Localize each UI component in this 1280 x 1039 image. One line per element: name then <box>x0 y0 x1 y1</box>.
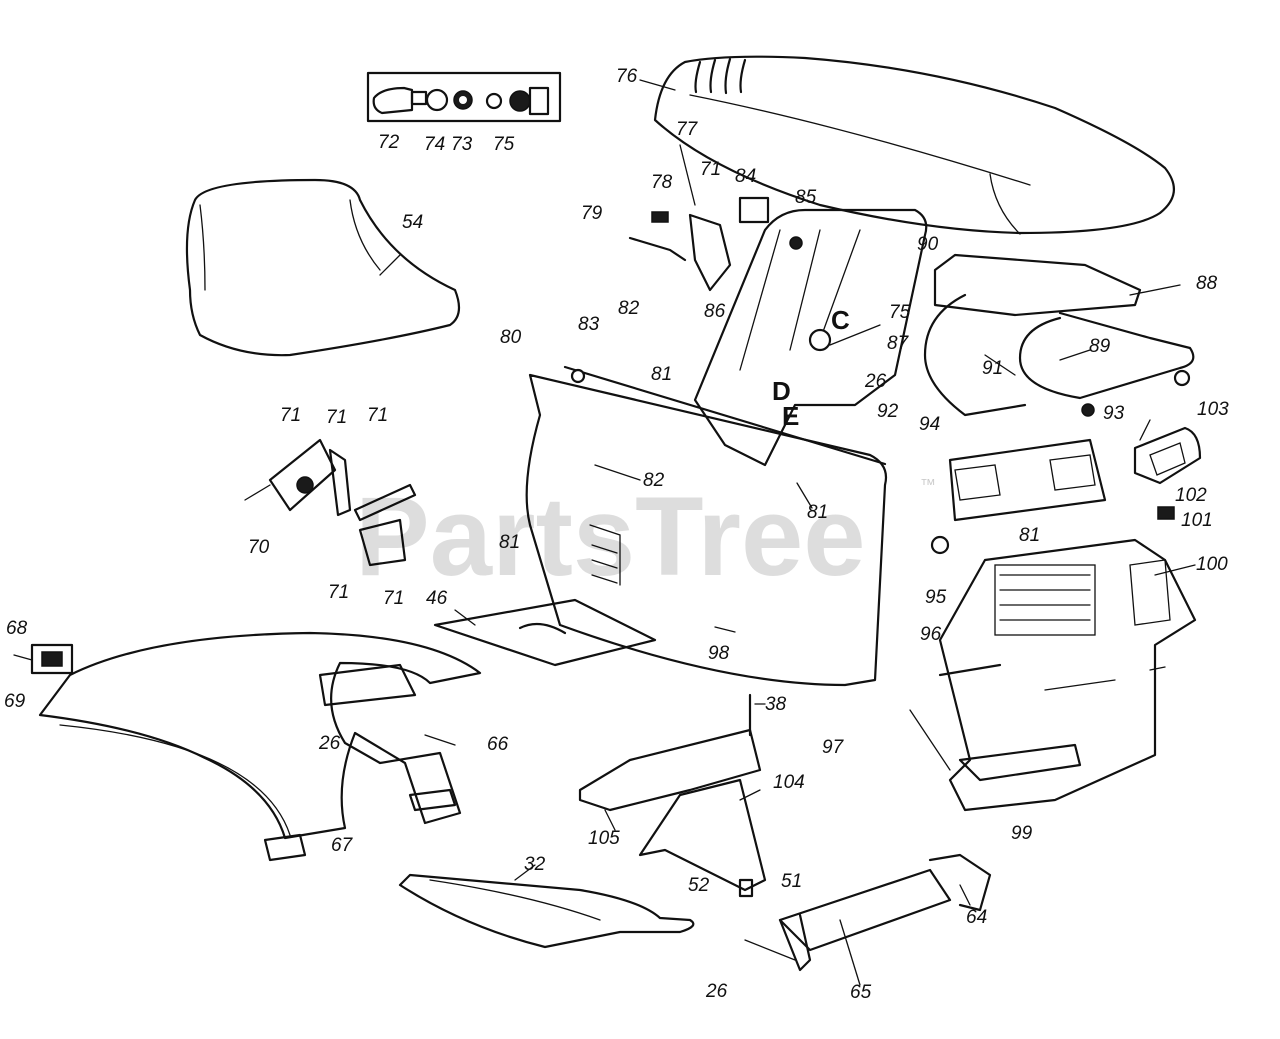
console-panel <box>693 208 928 467</box>
callout-82a: 82 <box>618 298 640 319</box>
callout-71b: 71 <box>280 405 301 426</box>
seat <box>185 178 461 357</box>
letter-c: C <box>831 305 850 335</box>
support-bracket <box>578 693 767 898</box>
callout-71d: 71 <box>367 405 388 426</box>
callout-88: 88 <box>1196 273 1218 294</box>
callout-67: 67 <box>331 835 354 856</box>
callout-71c: 71 <box>326 407 347 428</box>
callout-38: 38 <box>765 694 787 715</box>
callout-80: 80 <box>500 327 522 348</box>
callout-71a: 71 <box>700 159 721 180</box>
leader-lines <box>379 79 1196 986</box>
callout-105: 105 <box>588 828 620 849</box>
callout-78: 78 <box>651 172 673 193</box>
callout-72: 72 <box>378 132 400 153</box>
callout-93: 93 <box>1103 403 1125 424</box>
floor-plate <box>433 598 657 667</box>
switch-plate <box>13 643 74 675</box>
callout-71e: 71 <box>328 582 349 603</box>
callout-64: 64 <box>966 907 987 928</box>
callout-65: 65 <box>850 982 872 1003</box>
callout-87: 87 <box>887 333 910 354</box>
callout-75b: 75 <box>889 302 911 323</box>
callout-86: 86 <box>704 301 726 322</box>
latch-assembly <box>244 438 417 567</box>
nose-cone <box>938 538 1197 812</box>
callout-54: 54 <box>402 212 423 233</box>
callout-91: 91 <box>982 358 1003 379</box>
letter-e: E <box>782 401 799 431</box>
callout-77: 77 <box>676 119 699 140</box>
callout-81a: 81 <box>651 364 672 385</box>
callout-97: 97 <box>822 737 845 758</box>
letter-d: D <box>772 376 791 406</box>
callout-76: 76 <box>616 66 638 87</box>
callout-103: 103 <box>1197 399 1229 420</box>
callout-98: 98 <box>708 643 730 664</box>
callout-26a: 26 <box>864 371 887 392</box>
mount-brackets <box>628 196 803 292</box>
dash-panel <box>525 365 888 687</box>
callout-52: 52 <box>688 875 710 896</box>
callout-104: 104 <box>773 772 805 793</box>
callout-84: 84 <box>735 166 756 187</box>
callout-66: 66 <box>487 734 509 755</box>
callout-81d: 81 <box>499 532 520 553</box>
callout-68: 68 <box>6 618 28 639</box>
callout-74: 74 <box>424 134 445 155</box>
callout-82b: 82 <box>643 470 665 491</box>
footrest <box>398 873 695 949</box>
callout-102: 102 <box>1175 485 1207 506</box>
callout-46: 46 <box>426 588 448 609</box>
rear-fender <box>38 631 482 862</box>
callout-95: 95 <box>925 587 947 608</box>
callout-71f: 71 <box>383 588 404 609</box>
callout-96: 96 <box>920 624 942 645</box>
callout-92: 92 <box>877 401 899 422</box>
callout-90: 90 <box>917 234 939 255</box>
headlight <box>1133 426 1202 520</box>
callout-75a: 75 <box>493 134 515 155</box>
callouts: 76 72 74 73 75 77 71 84 78 85 79 54 90 8… <box>4 66 1229 1003</box>
callout-81c: 81 <box>1019 525 1040 546</box>
grille-frame <box>930 438 1107 555</box>
callout-26b: 26 <box>318 733 341 754</box>
ignition-switch-kit <box>366 71 562 123</box>
callout-101: 101 <box>1181 510 1213 531</box>
callout-83: 83 <box>578 314 600 335</box>
callout-51: 51 <box>781 871 802 892</box>
callout-32: 32 <box>524 854 546 875</box>
callout-26c: 26 <box>705 981 728 1002</box>
callout-70: 70 <box>248 537 270 558</box>
watermark: PartsTree <box>355 474 866 599</box>
hood <box>653 55 1175 235</box>
callout-100: 100 <box>1196 554 1228 575</box>
callout-99: 99 <box>1011 823 1033 844</box>
shroud-support <box>923 253 1195 417</box>
front-frame <box>744 853 992 972</box>
watermark-trademark: ™ <box>920 477 936 494</box>
callout-85: 85 <box>795 187 817 208</box>
callout-94: 94 <box>919 414 940 435</box>
callout-81b: 81 <box>807 502 828 523</box>
callout-73: 73 <box>451 134 473 155</box>
callout-69: 69 <box>4 691 26 712</box>
callout-89: 89 <box>1089 336 1111 357</box>
callout-79: 79 <box>581 203 603 224</box>
